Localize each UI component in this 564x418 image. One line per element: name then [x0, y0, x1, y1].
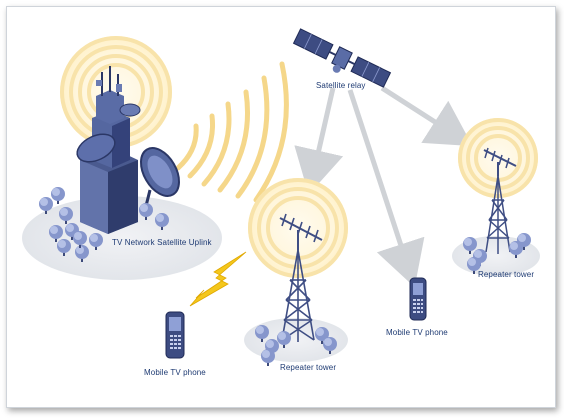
repeater-tower-right	[452, 118, 540, 276]
satellite-label: Satellite relay	[316, 81, 366, 90]
tower-right-label: Repeater tower	[478, 270, 535, 279]
mobile-phone-center	[409, 277, 427, 321]
repeater-tower-center	[244, 178, 348, 366]
satellite-icon	[292, 28, 392, 88]
mobile-phone-icon	[409, 277, 427, 321]
arrow-icon	[380, 85, 473, 147]
repeater-tower-icon	[279, 213, 323, 342]
arrows	[294, 85, 473, 288]
arrow-icon	[347, 89, 425, 288]
uplink-station	[22, 36, 289, 280]
phone-left-label: Mobile TV phone	[144, 368, 206, 377]
uplink-station-icon	[76, 66, 180, 234]
phone-center-label: Mobile TV phone	[386, 328, 448, 337]
mobile-phone-left	[165, 251, 247, 359]
mobile-phone-icon	[165, 311, 185, 359]
arrow-icon	[294, 87, 344, 195]
tower-center-label: Repeater tower	[280, 363, 337, 372]
repeater-tower-icon	[483, 147, 517, 254]
lightning-icon	[189, 251, 247, 307]
uplink-label: TV Network Satellite Uplink	[112, 238, 212, 247]
wave-icon	[175, 61, 289, 203]
